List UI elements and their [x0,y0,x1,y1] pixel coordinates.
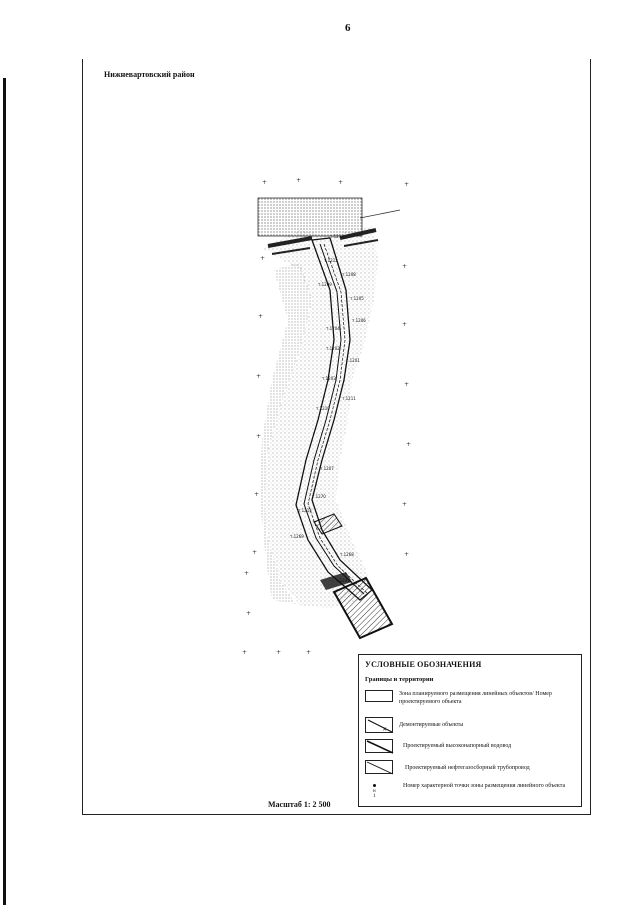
point-marker-text: н 1 [373,789,376,799]
scale-label: Масштаб 1: 2 500 [268,800,331,809]
legend-box: УСЛОВНЫЕ ОБОЗНАЧЕНИЯ Границы и территори… [358,654,582,807]
svg-text:+: + [402,263,407,270]
water-pipeline-line [303,243,365,595]
point-label: т.1203 [322,376,336,381]
legend-subtitle: Границы и территории [365,676,434,683]
point-label: т.1206 [352,318,366,323]
svg-text:+: + [296,177,301,184]
svg-text:+: + [254,491,259,498]
point-label: т.1213 [330,234,344,239]
road-left [267,236,313,248]
legend-item-label: Номер характерной точки зоны размещения … [403,783,566,789]
district-title: Нижневартовский район [104,70,195,79]
legend-title: УСЛОВНЫЕ ОБОЗНАЧЕНИЯ [365,660,482,669]
binding-edge [3,78,6,905]
svg-text:+: + [404,181,409,188]
survey-marks: + + + + + + + + + + + + + + + + + + + + + [242,177,411,656]
svg-text:+: + [256,373,261,380]
legend-item-label: Демонтируемые объекты [399,722,464,728]
terrain-left-bank [260,262,312,604]
point-label: т.1270 [312,494,326,499]
svg-text:+: + [404,551,409,558]
svg-text:+: + [276,649,281,656]
svg-text:+: + [252,549,257,556]
dismantled-object-icon: × [365,717,393,733]
point-label: т.1209 [318,282,332,287]
point-label: т.1211 [342,396,356,401]
point-label: т.1212 [324,258,338,263]
svg-text:+: + [338,179,343,186]
point-label: т.1201 [346,358,360,363]
point-label: т.1205 [350,296,364,301]
svg-text:+: + [406,441,411,448]
point-label: т.1210 [316,406,330,411]
svg-text:+: + [260,255,265,262]
page-number: 6 [345,22,351,34]
map-frame [82,59,591,815]
svg-text:×: × [382,726,387,733]
point-label: т.1269 [290,534,304,539]
svg-text:+: + [306,649,311,656]
point-label: т.1208 [342,272,356,277]
point-label: т.1268 [340,552,354,557]
point-label: т.1241 [336,578,350,583]
oil-gas-pipeline-line [307,243,369,595]
svg-text:+: + [404,381,409,388]
svg-text:+: + [262,179,267,186]
road-right [339,228,377,240]
svg-text:+: + [256,433,261,440]
top-area-block [257,197,363,237]
svg-text:+: + [242,649,247,656]
water-pipeline-icon [365,739,394,754]
svg-text:+: + [258,313,263,320]
point-label: т.1202 [326,346,340,351]
point-label: т.1214 [298,508,312,513]
point-marker-icon: н 1 [373,784,376,799]
svg-text:+: + [246,610,251,617]
oil-gas-pipeline-icon [365,760,394,775]
well-pad [313,513,394,640]
road-right-2 [343,239,379,247]
svg-text:+: + [402,501,407,508]
svg-text:+: + [244,570,249,577]
svg-text:+: + [402,321,407,328]
legend-item-label: Проектируемый высоконапорный водовод [403,743,512,749]
point-label: т.1204 [326,326,340,331]
road-left-2 [271,247,311,255]
point-label: т.1207 [320,466,334,471]
legend-item-label: Проектируемый нефтегазосборный трубопров… [405,765,530,771]
legend-item-label: Зона планируемого размещения линейных об… [399,691,552,705]
zone-rect-icon [365,690,393,702]
road-line-top [359,209,401,219]
